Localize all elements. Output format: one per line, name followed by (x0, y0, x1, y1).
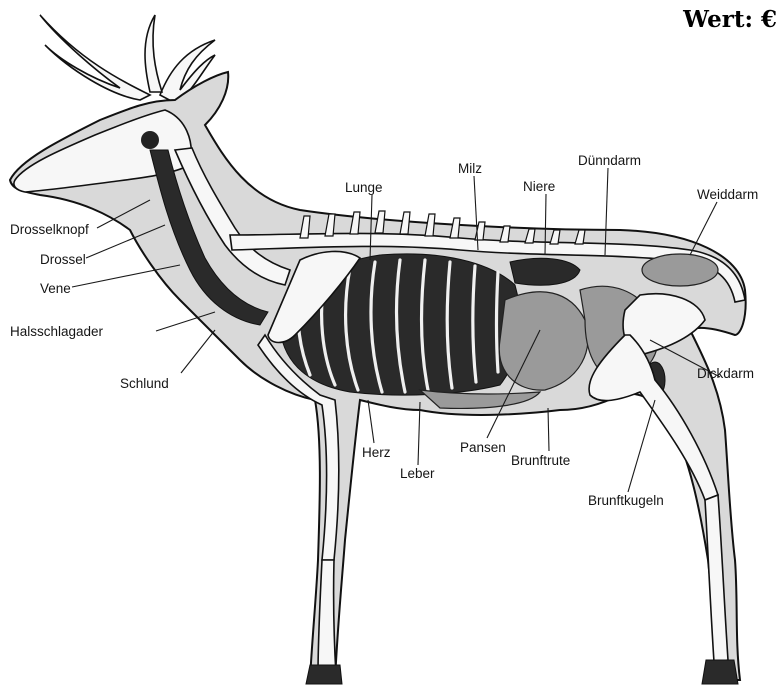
label-vene: Vene (40, 281, 71, 296)
label-lunge: Lunge (345, 180, 383, 195)
label-leber: Leber (400, 466, 435, 481)
price-label: Wert: € (683, 6, 777, 33)
label-drosselknopf: Drosselknopf (10, 222, 89, 237)
label-milz: Milz (458, 161, 482, 176)
label-brunftrute: Brunftrute (511, 453, 570, 468)
label-pansen: Pansen (460, 440, 506, 455)
label-weiddarm: Weiddarm (697, 187, 758, 202)
label-schlund: Schlund (120, 376, 169, 391)
label-drossel: Drossel (40, 252, 86, 267)
label-dickdarm: Dickdarm (697, 366, 754, 381)
label-herz: Herz (362, 445, 391, 460)
label-niere: Niere (523, 179, 555, 194)
label-brunftkugeln: Brunftkugeln (588, 493, 664, 508)
label-halsschlagader: Halsschlagader (10, 324, 104, 339)
label-duenndarm: Dünndarm (578, 153, 641, 168)
